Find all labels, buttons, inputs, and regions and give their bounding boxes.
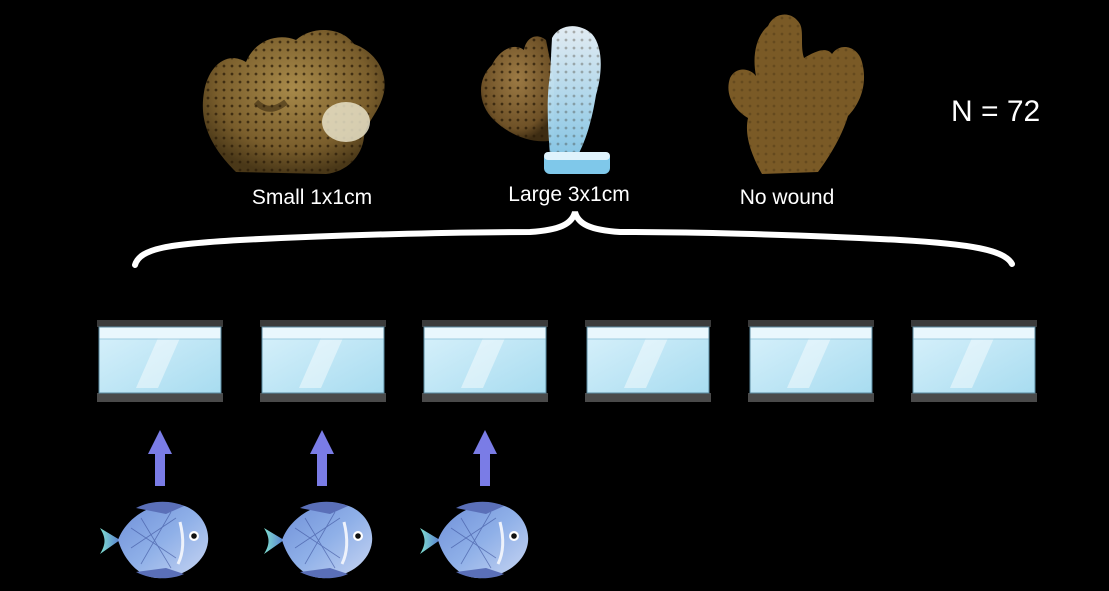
treatment-label-large: Large 3x1cm — [508, 183, 630, 206]
treatment-label-no-wound: No wound — [739, 186, 835, 209]
damselfish-icon — [420, 501, 529, 579]
coral-large-wound-image — [480, 26, 610, 174]
coral-small-wound-image — [202, 29, 385, 174]
treatment-label-small: Small 1x1cm — [251, 186, 373, 209]
aquarium-tank-icon — [911, 320, 1037, 402]
sample-size-label: N = 72 — [951, 95, 1041, 128]
arrow-up-icon — [310, 430, 334, 486]
aquarium-tank-icon — [748, 320, 874, 402]
arrow-up-icon — [148, 430, 172, 486]
damselfish-icon — [100, 501, 209, 579]
coral-no-wound-image — [728, 14, 865, 174]
aquarium-tank-icon — [97, 320, 223, 402]
aquarium-tank-icon — [422, 320, 548, 402]
aquarium-tank-icon — [260, 320, 386, 402]
arrow-up-icon — [473, 430, 497, 486]
damselfish-icon — [264, 501, 373, 579]
aquarium-tank-icon — [585, 320, 711, 402]
